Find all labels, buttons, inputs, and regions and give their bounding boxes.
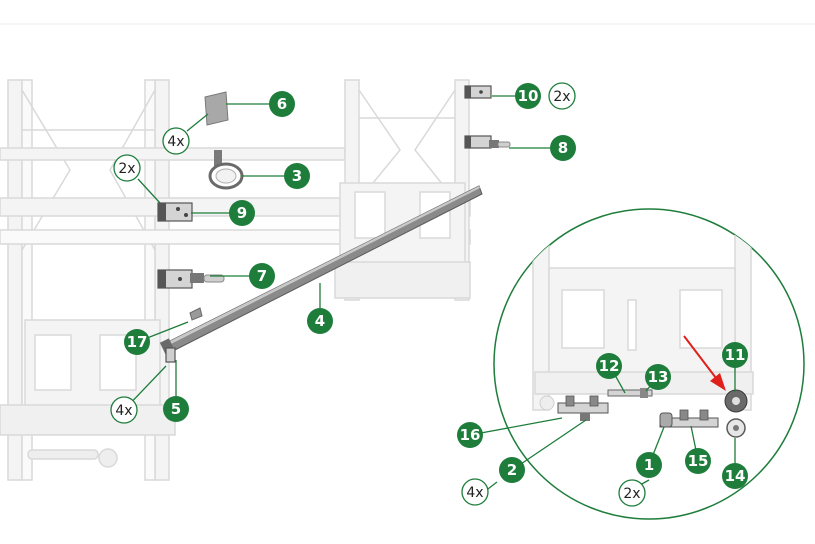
detail-view <box>493 208 805 520</box>
svg-text:15: 15 <box>688 452 709 470</box>
svg-text:3: 3 <box>292 167 302 185</box>
red-arrow-indicator <box>683 335 726 391</box>
callout-6: 6 <box>269 91 295 117</box>
svg-text:2x: 2x <box>623 486 640 502</box>
svg-text:2: 2 <box>507 461 517 479</box>
callout-7: 7 <box>249 263 275 289</box>
svg-text:10: 10 <box>518 87 539 105</box>
part-3-clamp <box>208 150 244 190</box>
svg-text:2x: 2x <box>553 89 570 105</box>
svg-text:4: 4 <box>315 312 325 330</box>
callout-1: 1 <box>636 452 662 478</box>
svg-text:1: 1 <box>644 456 654 474</box>
svg-text:8: 8 <box>558 139 568 157</box>
callout-13: 13 <box>645 364 671 390</box>
callout-14: 14 <box>722 463 748 489</box>
qty-badge-part6: 4x <box>162 127 190 155</box>
qty-badge-part9: 2x <box>113 154 141 182</box>
part-8-bolt <box>464 135 511 149</box>
part-14-wheel <box>726 418 746 438</box>
part-5-spacer <box>165 347 176 363</box>
callout-8: 8 <box>550 135 576 161</box>
part-12-bracket <box>607 389 653 397</box>
part-15-assembly <box>659 409 719 428</box>
svg-text:4x: 4x <box>115 403 132 419</box>
callout-3: 3 <box>284 163 310 189</box>
part-6-pad <box>204 91 229 126</box>
part-17-block <box>189 307 203 321</box>
callout-9: 9 <box>229 200 255 226</box>
svg-text:4x: 4x <box>466 485 483 501</box>
svg-text:6: 6 <box>277 95 287 113</box>
callout-12: 12 <box>596 353 622 379</box>
part-10-plate <box>464 85 492 99</box>
qty-badge-part5: 4x <box>110 396 138 424</box>
svg-text:9: 9 <box>237 204 247 222</box>
callout-4: 4 <box>307 308 333 334</box>
callout-2: 2 <box>499 457 525 483</box>
part-16-assembly <box>539 395 609 421</box>
svg-text:17: 17 <box>127 333 148 351</box>
svg-text:14: 14 <box>725 467 746 485</box>
svg-text:16: 16 <box>460 426 481 444</box>
part-11-wheel <box>724 389 748 413</box>
background-frame <box>0 79 471 481</box>
qty-badge-part2: 4x <box>461 478 489 506</box>
callout-5: 5 <box>163 396 189 422</box>
svg-text:13: 13 <box>648 368 669 386</box>
svg-text:11: 11 <box>725 346 746 364</box>
svg-text:7: 7 <box>257 267 267 285</box>
part-7-latch <box>157 269 225 289</box>
callout-11: 11 <box>722 342 748 368</box>
callout-16: 16 <box>457 422 483 448</box>
svg-text:2x: 2x <box>118 161 135 177</box>
svg-text:5: 5 <box>171 400 181 418</box>
callout-17: 17 <box>124 329 150 355</box>
part-9-hinge <box>157 202 193 222</box>
callout-15: 15 <box>685 448 711 474</box>
qty-badge-part10: 2x <box>548 82 576 110</box>
svg-text:4x: 4x <box>167 134 184 150</box>
callout-10: 10 <box>515 83 541 109</box>
qty-badge-part1: 2x <box>618 479 646 507</box>
svg-text:12: 12 <box>599 357 620 375</box>
